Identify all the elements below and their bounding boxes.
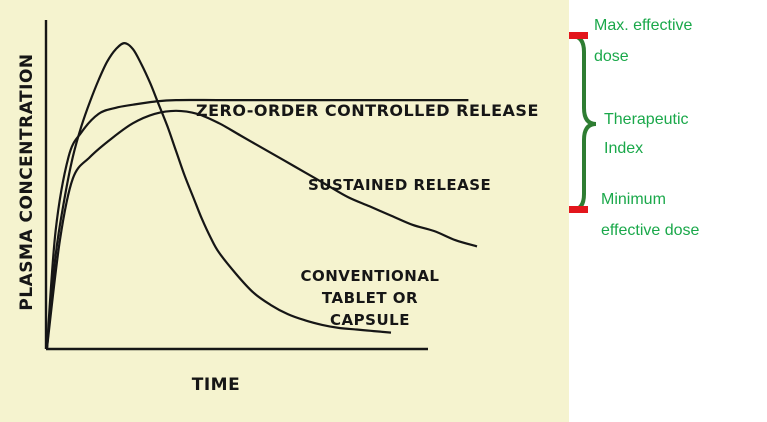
max-dose-label-line1: Max. effective (594, 17, 693, 34)
series-line-conventional (45, 42, 392, 349)
min-dose-label-line2: effective dose (601, 222, 700, 239)
plot-area (45, 42, 478, 349)
x-axis-label: TIME (192, 375, 240, 395)
therapeutic-index-label-line2: Index (604, 140, 643, 157)
series-label-conventional-line2: TABLET OR (322, 289, 418, 307)
max-dose-marker (569, 32, 588, 39)
min-dose-marker (569, 206, 588, 213)
therapeutic-range-bracket (569, 32, 597, 213)
series-line-sustained-release (45, 109, 478, 349)
max-dose-label-line2: dose (594, 48, 629, 65)
min-dose-label-line1: Minimum (601, 191, 666, 208)
series-label-conventional-line3: CAPSULE (330, 311, 410, 329)
y-axis-label: PLASMA CONCENTRATION (17, 53, 37, 310)
therapeutic-index-label-line1: Therapeutic (604, 111, 689, 128)
series-line-zero-order (45, 98, 469, 349)
series-label-conventional-line1: CONVENTIONAL (300, 267, 439, 285)
figure-paper (0, 0, 569, 422)
series-label-zero-order: ZERO-ORDER CONTROLLED RELEASE (196, 101, 539, 120)
series-label-sustained-release: SUSTAINED RELEASE (308, 176, 491, 194)
curly-brace-icon (570, 34, 597, 212)
